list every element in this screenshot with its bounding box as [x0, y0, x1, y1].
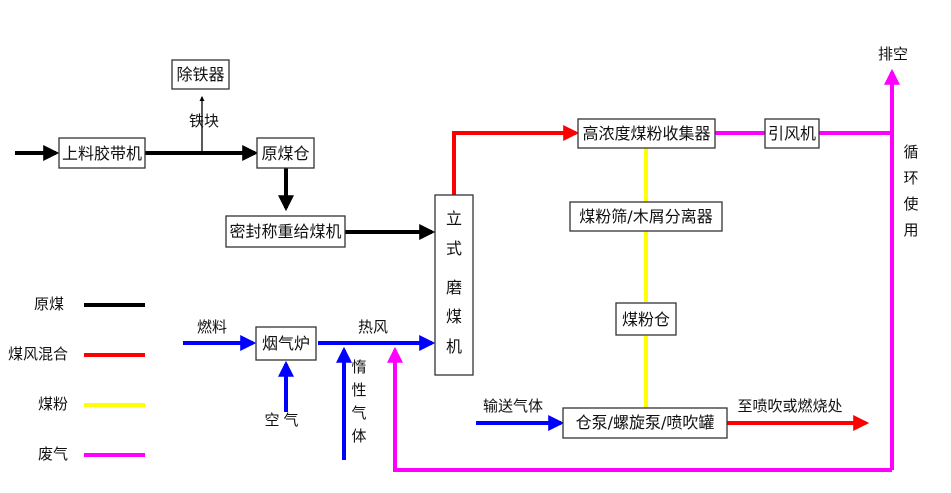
inert-gas-label-2: 性 [351, 381, 366, 399]
legend-item-coal-powder: 煤粉 [38, 395, 145, 413]
iron-remover-box: 除铁器 [171, 59, 230, 90]
fan-box: 引风机 [764, 118, 820, 149]
air-label-2: 气 [283, 411, 298, 429]
screen-label: 煤粉筛/木屑分离器 [579, 207, 712, 226]
gas-flows [183, 335, 565, 460]
hot-air-label: 热风 [358, 318, 388, 336]
belt-conveyor-label: 上料胶带机 [62, 144, 142, 163]
legend-item-waste-gas: 废气 [38, 445, 145, 463]
collector-label: 高浓度煤粉收集器 [582, 124, 710, 143]
coal-bin-box: 原煤仓 [256, 137, 315, 169]
mill-label-4: 煤 [446, 307, 462, 326]
collector-box: 高浓度煤粉收集器 [577, 118, 716, 149]
feeder-box: 密封称重给煤机 [225, 215, 346, 248]
air-label-1: 空 [264, 411, 279, 429]
legend: 原煤 煤风混合 煤粉 废气 [8, 295, 145, 463]
furnace-label: 烟气炉 [262, 334, 310, 353]
legend-label-raw-coal: 原煤 [34, 295, 64, 313]
waste-gas-flows [387, 68, 900, 472]
powder-bin-label: 煤粉仓 [622, 310, 670, 329]
legend-item-coal-air-mix: 煤风混合 [8, 345, 145, 363]
coal-air-mix-flows [452, 125, 870, 431]
recycle-label-3: 使 [903, 195, 918, 213]
powder-bin-box: 煤粉仓 [615, 302, 677, 336]
iron-remover-label: 除铁器 [176, 65, 224, 84]
legend-item-raw-coal: 原煤 [34, 295, 145, 313]
recycle-return-arrow [387, 346, 892, 472]
exhaust-label: 排空 [878, 45, 908, 63]
belt-conveyor-box: 上料胶带机 [58, 137, 146, 169]
furnace-box: 烟气炉 [255, 326, 317, 361]
coal-bin-label: 原煤仓 [261, 144, 309, 163]
mill-to-collector-arrow [452, 125, 580, 195]
conveying-gas-label: 输送气体 [483, 397, 543, 415]
legend-label-waste-gas: 废气 [38, 445, 68, 463]
raw-coal-flows [15, 95, 436, 240]
pump-label: 仓泵/螺旋泵/喷吹罐 [576, 413, 715, 432]
recycle-label-4: 用 [903, 221, 918, 239]
legend-label-coal-air-mix: 煤风混合 [8, 345, 68, 363]
to-burner-label: 至喷吹或燃烧处 [737, 397, 842, 415]
inert-gas-label-3: 气 [351, 404, 366, 422]
fan-label: 引风机 [768, 124, 816, 143]
pump-box: 仓泵/螺旋泵/喷吹罐 [562, 407, 728, 439]
feeder-label: 密封称重给煤机 [229, 222, 341, 241]
legend-label-coal-powder: 煤粉 [38, 395, 68, 413]
mill-label-2: 式 [446, 239, 462, 258]
inert-gas-label-4: 体 [351, 427, 366, 445]
recycle-label-1: 循 [903, 143, 918, 161]
inert-gas-label-1: 惰 [351, 358, 366, 376]
mill-label-3: 磨 [446, 278, 462, 297]
screen-box: 煤粉筛/木屑分离器 [569, 201, 723, 232]
mill-label-1: 立 [446, 209, 462, 228]
mill-label-5: 机 [446, 337, 462, 356]
mill-box: 立 式 磨 煤 机 [434, 194, 474, 376]
recycle-label-2: 环 [903, 169, 918, 187]
iron-block-label: 铁块 [189, 112, 219, 130]
fuel-label: 燃料 [197, 318, 227, 336]
